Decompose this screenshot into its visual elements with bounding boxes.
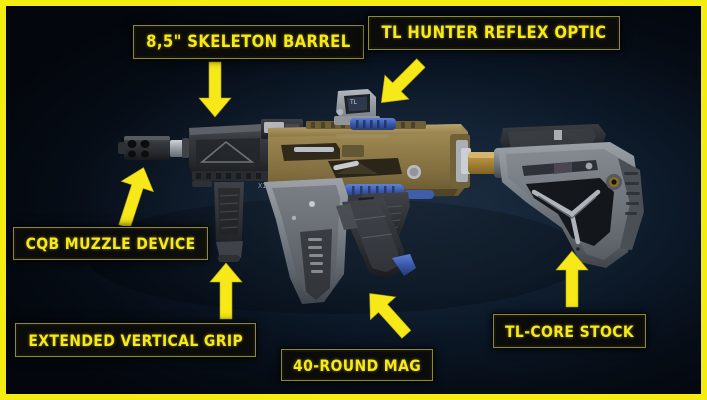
svg-text:TL: TL (349, 99, 358, 106)
up-right-arrow-icon (106, 164, 162, 230)
callout-label-barrel-text: 8,5" SKELETON BARREL (146, 32, 351, 52)
callout-label-stock: TL-CORE STOCK (493, 314, 647, 348)
callout-label-optic-text: TL HUNTER REFLEX OPTIC (381, 23, 607, 43)
callout-label-muzzle-text: CQB MUZZLE DEVICE (25, 234, 196, 253)
callout-label-optic: TL HUNTER REFLEX OPTIC (368, 16, 620, 50)
callout-label-barrel: 8,5" SKELETON BARREL (133, 25, 364, 59)
grip-housing (264, 178, 348, 304)
weapon-illustration: XII (86, 89, 644, 314)
down-left-arrow-icon (368, 56, 430, 114)
up-arrow-icon (209, 262, 243, 320)
callout-label-stock-text: TL-CORE STOCK (504, 321, 635, 341)
buttstock (498, 124, 644, 268)
callout-label-grip-text: EXTENDED VERTICAL GRIP (28, 330, 244, 350)
barrel-assembly: XII (189, 119, 303, 190)
up-arrow-icon (555, 250, 589, 308)
image-stage: XII (6, 6, 701, 394)
magazine (336, 198, 416, 278)
down-arrow-icon (198, 61, 232, 118)
callout-label-mag: 40-ROUND MAG (281, 349, 434, 381)
vertical-foregrip (214, 182, 244, 262)
callout-label-mag-text: 40-ROUND MAG (292, 355, 422, 375)
up-left-arrow-icon (358, 286, 420, 344)
muzzle-brake (118, 136, 189, 160)
callout-label-muzzle: CQB MUZZLE DEVICE (13, 227, 209, 260)
svg-text:XII: XII (258, 182, 271, 190)
blue-accents (344, 118, 434, 199)
callout-label-grip: EXTENDED VERTICAL GRIP (15, 323, 257, 357)
reflex-sight: TL (334, 89, 380, 125)
